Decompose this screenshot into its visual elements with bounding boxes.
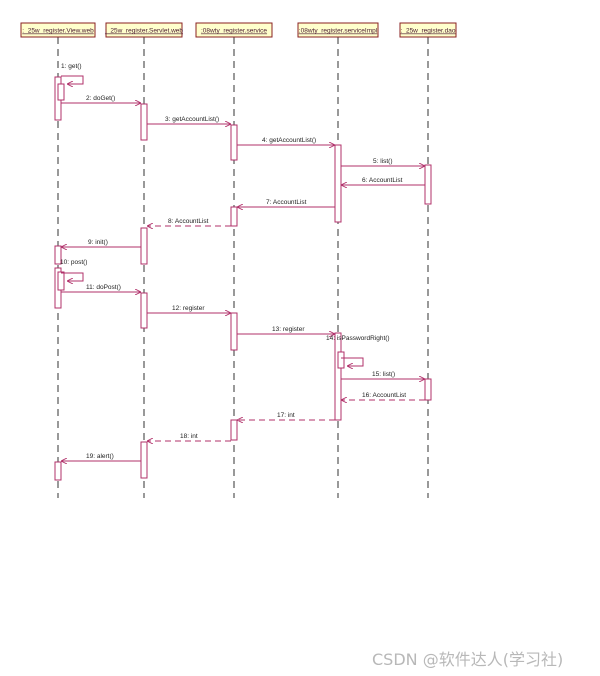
- message-label: 6: AccountList: [362, 177, 403, 184]
- message-label: 8: AccountList: [168, 218, 209, 225]
- message-17: 17: int: [237, 412, 335, 420]
- message-15: 15: list(): [341, 371, 425, 379]
- activation-bar: [140, 227, 148, 265]
- message-label: 12: register: [172, 305, 205, 312]
- lifelines: [57, 37, 429, 498]
- message-1: 1: get(): [61, 63, 84, 84]
- activation-bar: [230, 312, 238, 351]
- watermark: CSDN @软件达人(学习社): [372, 650, 564, 669]
- message-label: 5: list(): [373, 158, 393, 165]
- object-label-view: :_25w_register.View.web: [22, 28, 94, 35]
- activation-bar: [230, 124, 238, 161]
- message-12: 12: register: [147, 305, 231, 313]
- object-box-view[interactable]: :_25w_register.View.web: [20, 22, 96, 38]
- object-label-serviceImpl: :08wty_register.serviceImpl: [299, 28, 378, 35]
- message-label: 14: isPasswordRight(): [326, 335, 390, 342]
- message-10: 10: post(): [60, 259, 87, 281]
- message-9: 9: init(): [61, 239, 141, 247]
- message-3: 3: getAccountList(): [147, 116, 231, 124]
- message-label: 19: alert(): [86, 453, 114, 460]
- message-label: 2: doGet(): [86, 95, 115, 102]
- object-label-dao: :_25w_register.dao: [401, 28, 456, 35]
- messages: 1: get() 2: doGet() 3: getAccountList() 4: …: [60, 63, 425, 461]
- activation-bar: [54, 245, 62, 265]
- activation-bar: [230, 419, 238, 441]
- activation-bar: [334, 144, 342, 223]
- message-label: 3: getAccountList(): [165, 116, 219, 123]
- activation-bar: [140, 441, 148, 479]
- object-label-service: :08wty_register.service: [201, 28, 267, 35]
- message-16: 16: AccountList: [341, 392, 425, 400]
- object-box-servlet[interactable]: :_25w_register.Servlet.web: [105, 22, 183, 38]
- message-14: 14: isPasswordRight(): [326, 335, 390, 366]
- activation-bar: [140, 103, 148, 141]
- message-label: 15: list(): [372, 371, 395, 378]
- message-11: 11: doPost(): [61, 284, 141, 292]
- message-2: 2: doGet(): [61, 95, 141, 103]
- activation-bar: [57, 271, 65, 291]
- message-8: 8: AccountList: [147, 218, 231, 226]
- activation-bar: [230, 206, 238, 227]
- object-boxes: :_25w_register.View.web :_25w_register.Se…: [20, 22, 457, 38]
- activation-bar: [57, 83, 65, 101]
- message-label: 17: int: [277, 412, 295, 419]
- message-7: 7: AccountList: [237, 199, 335, 207]
- message-label: 16: AccountList: [362, 392, 406, 399]
- message-13: 13: register: [237, 326, 335, 334]
- object-box-dao[interactable]: :_25w_register.dao: [399, 22, 457, 38]
- object-box-serviceImpl[interactable]: :08wty_register.serviceImpl: [297, 22, 379, 38]
- object-box-service[interactable]: :08wty_register.service: [195, 22, 273, 38]
- activation-bar: [337, 351, 345, 369]
- activation-bar: [424, 378, 432, 401]
- message-label: 13: register: [272, 326, 305, 333]
- message-label: 10: post(): [60, 259, 87, 266]
- message-label: 18: int: [180, 433, 198, 440]
- message-label: 1: get(): [61, 63, 82, 70]
- message-5: 5: list(): [341, 158, 425, 166]
- message-label: 9: init(): [88, 239, 108, 246]
- activation-bar: [140, 292, 148, 329]
- message-6: 6: AccountList: [341, 177, 425, 185]
- message-label: 11: doPost(): [86, 284, 121, 291]
- message-label: 7: AccountList: [266, 199, 307, 206]
- message-19: 19: alert(): [61, 453, 141, 461]
- activation-bar: [334, 332, 342, 421]
- object-label-servlet: :_25w_register.Servlet.web: [105, 28, 183, 35]
- activation-bar: [424, 164, 432, 205]
- message-4: 4: getAccountList(): [237, 137, 335, 145]
- message-18: 18: int: [147, 433, 231, 441]
- message-label: 4: getAccountList(): [262, 137, 316, 144]
- activation-bar: [54, 461, 62, 481]
